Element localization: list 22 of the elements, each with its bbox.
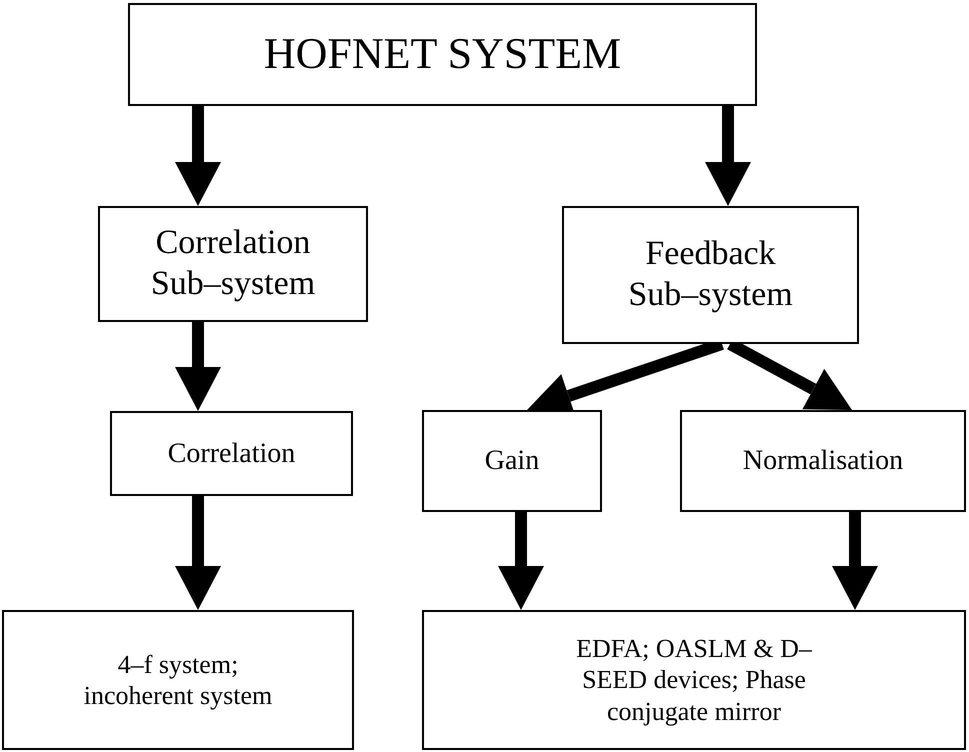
box-label: 4–f system; incoherent system	[82, 648, 274, 712]
box-label: HOFNET SYSTEM	[264, 28, 622, 80]
arrow	[175, 106, 221, 206]
box-label: Correlation Sub–system	[150, 223, 316, 304]
arrow	[832, 512, 878, 610]
box-label: EDFA; OASLM & D–SEED devices; Phase conjugate mirror	[575, 633, 813, 727]
arrow	[175, 322, 221, 411]
process-box	[422, 410, 602, 512]
process-box	[680, 410, 966, 512]
subsystem-box	[98, 206, 368, 322]
implementation-box	[2, 610, 354, 750]
process-box	[110, 411, 353, 496]
box-label: Correlation	[168, 436, 296, 470]
arrow	[498, 512, 544, 610]
implementation-box	[422, 610, 966, 750]
arrow	[705, 106, 751, 206]
box-label: Normalisation	[742, 444, 904, 478]
box-label: Feedback Sub–system	[627, 234, 794, 315]
system-box	[128, 3, 757, 106]
subsystem-box	[562, 206, 859, 344]
arrow	[175, 496, 221, 610]
box-label: Gain	[484, 444, 540, 478]
